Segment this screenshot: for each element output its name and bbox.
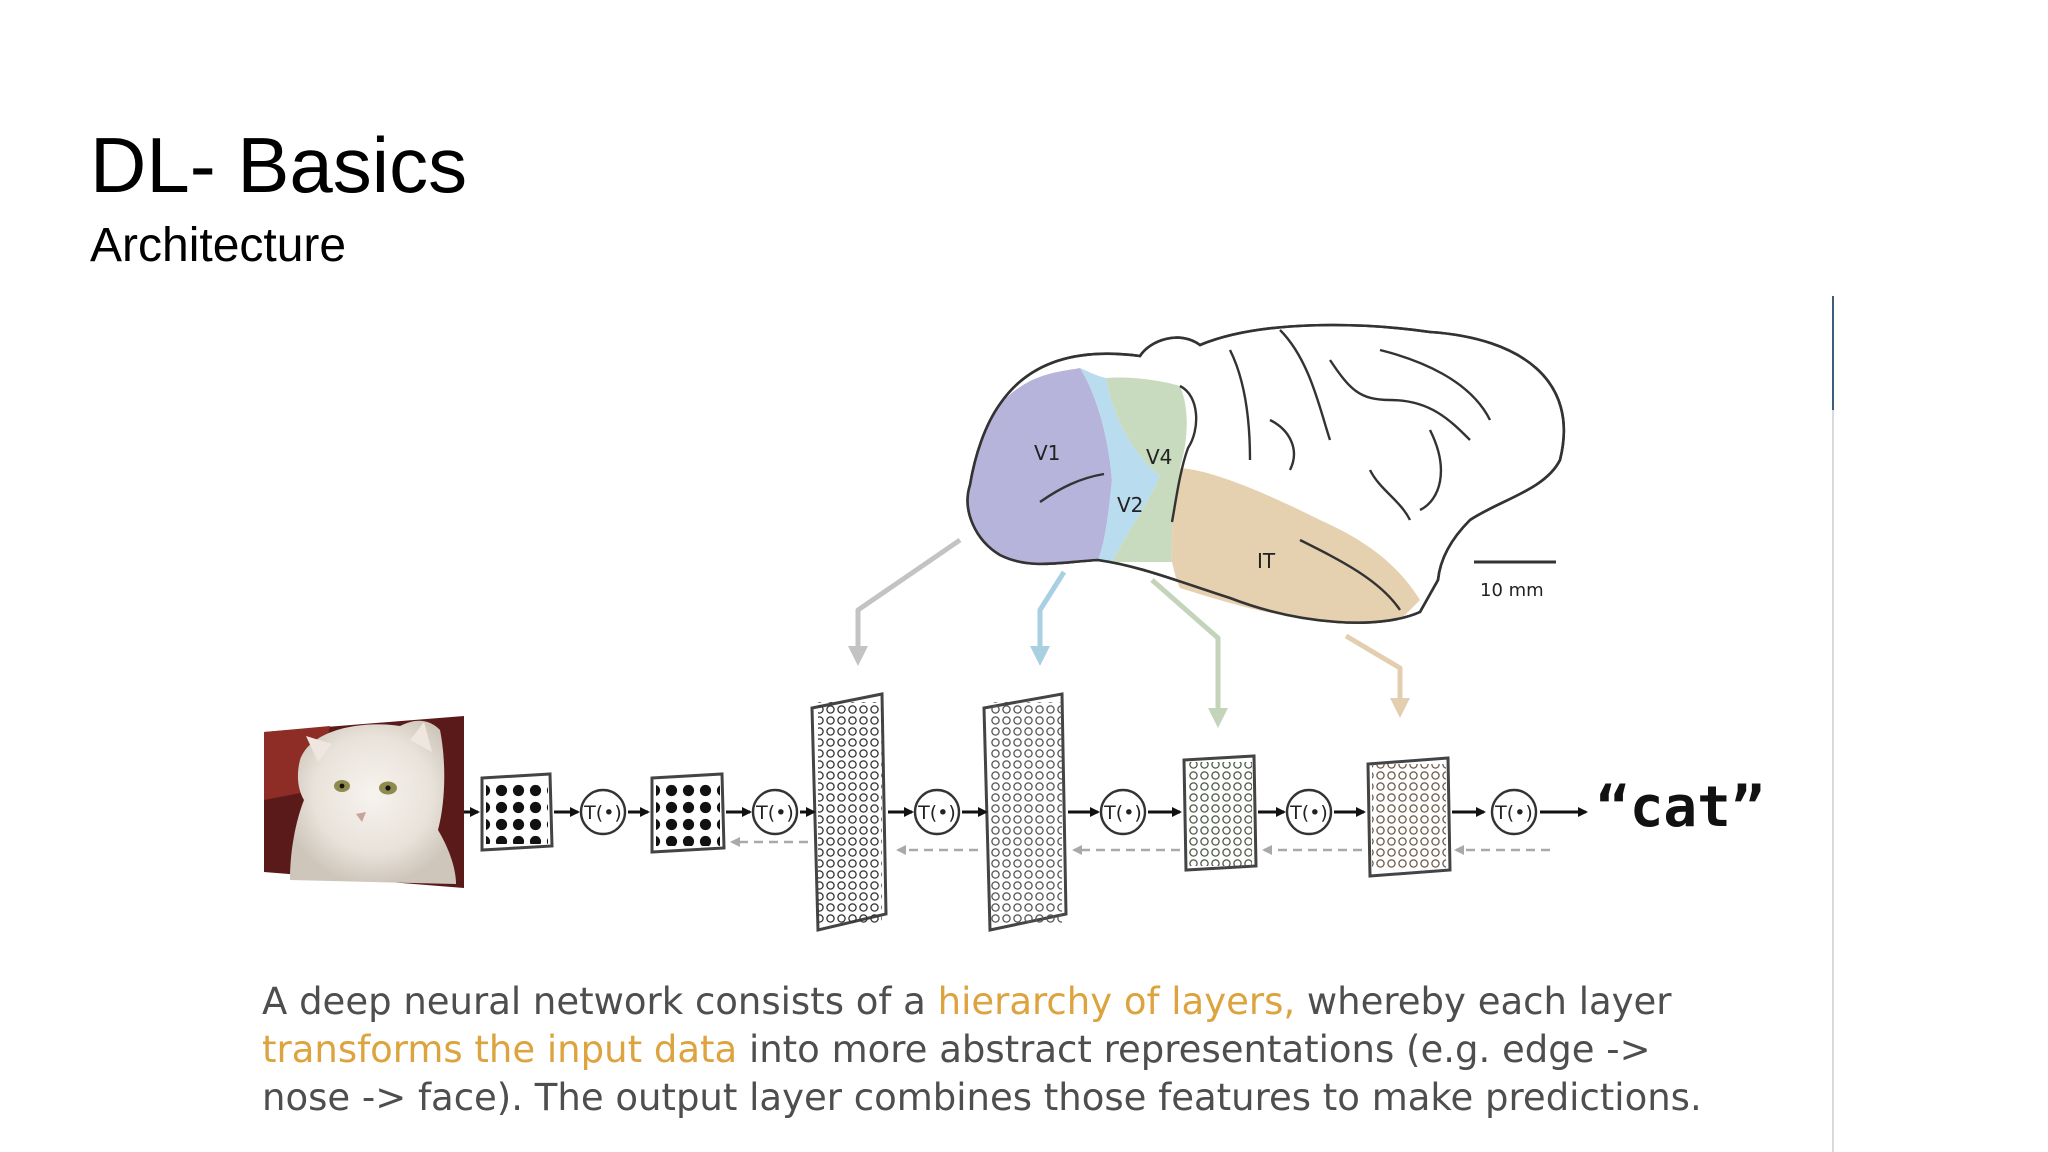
transform-label: T(•) — [583, 802, 622, 824]
caption-text: whereby each layer — [1295, 980, 1672, 1023]
slide-subtitle: Architecture — [90, 219, 347, 272]
caption-text: into more abstract representations (e.g.… — [737, 1028, 1651, 1071]
transform-node-6: T(•) — [1490, 788, 1538, 836]
slide-divider — [1832, 296, 1834, 1152]
arrow-it-head — [1390, 698, 1410, 718]
arrow-v1-to-layer — [855, 537, 962, 650]
hidden-layer-1 — [810, 692, 888, 932]
input-layer-1 — [480, 772, 554, 852]
brain-label-it: IT — [1257, 549, 1276, 573]
hidden-layer-4 — [1366, 756, 1452, 878]
arrow-v1-head — [848, 646, 868, 666]
transform-label: T(•) — [1289, 802, 1328, 824]
slide-divider-accent — [1832, 296, 1834, 410]
arrow-v4-to-layer — [1150, 578, 1221, 712]
transform-node-5: T(•) — [1285, 788, 1333, 836]
caption-highlight-transforms: transforms the input data — [262, 1028, 738, 1071]
transform-node-3: T(•) — [913, 788, 961, 836]
arrow-v2-head — [1030, 646, 1050, 666]
transform-node-4: T(•) — [1099, 788, 1147, 836]
figure-caption: A deep neural network consists of a hier… — [262, 978, 1782, 1122]
output-label: “cat” — [1596, 775, 1765, 840]
slide-title: DL- Basics — [90, 121, 468, 209]
hidden-layer-2 — [982, 692, 1068, 932]
cat-image — [264, 716, 464, 888]
transform-label: T(•) — [1103, 802, 1142, 824]
caption-highlight-hierarchy: hierarchy of layers, — [937, 980, 1296, 1023]
brain-label-v1: V1 — [1034, 441, 1060, 465]
brain-label-v2: V2 — [1117, 493, 1143, 517]
input-layer-2 — [650, 772, 726, 854]
caption-line-1: A deep neural network consists of a hier… — [262, 978, 1782, 1026]
hidden-layer-3 — [1182, 754, 1258, 872]
brain-region-it — [1171, 468, 1420, 623]
caption-line-2: transforms the input data into more abst… — [262, 1026, 1782, 1074]
brain-region-v1 — [967, 368, 1112, 564]
brain-illustration: V1 V4 V2 IT 10 mm — [966, 323, 1566, 624]
feedback-arrows — [730, 837, 1550, 855]
caption-line-3: nose -> face). The output layer combines… — [262, 1076, 1702, 1119]
transform-node-2: T(•) — [751, 788, 799, 836]
brain-sulci — [1039, 329, 1492, 611]
arrow-it-to-layer — [1344, 633, 1403, 702]
arrow-v4-head — [1208, 708, 1228, 728]
arrow-v2-to-layer — [1037, 570, 1067, 650]
brain-region-v4 — [1106, 377, 1187, 562]
transform-node-1: T(•) — [579, 788, 627, 836]
transform-label: T(•) — [1494, 802, 1533, 824]
region-arrows — [848, 537, 1410, 728]
scale-bar-label: 10 mm — [1480, 580, 1544, 601]
brain-outline-top — [966, 323, 1566, 624]
transform-label: T(•) — [917, 802, 956, 824]
transform-label: T(•) — [755, 802, 794, 824]
brain-region-v2 — [1080, 368, 1160, 562]
brain-label-v4: V4 — [1146, 445, 1172, 469]
caption-text: A deep neural network consists of a — [262, 980, 938, 1023]
